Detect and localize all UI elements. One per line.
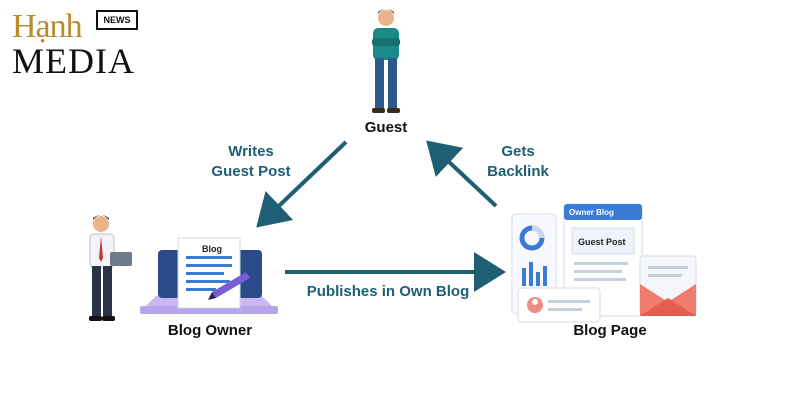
edge-label-publishes: Publishes in Own Blog — [306, 283, 470, 300]
node-label-blog-page: Blog Page — [573, 322, 647, 339]
edge-label-writes-line2: Guest Post — [211, 163, 291, 180]
edge-label-gets-line1: Gets — [501, 143, 535, 160]
guest-figure-icon — [372, 9, 400, 113]
arrow-writes-guest-post — [256, 140, 348, 228]
node-label-guest: Guest — [364, 119, 408, 136]
edge-label-writes-line1: Writes — [228, 143, 274, 160]
blog-owner-figure-icon — [89, 215, 132, 321]
logo-news-badge: NEWS — [96, 10, 138, 30]
edge-label-gets-line2: Backlink — [487, 163, 549, 180]
edge-label-gets-backlink: Gets Backlink — [470, 142, 566, 182]
blog-page-illustration-icon — [511, 203, 697, 323]
laptop-doc-title: Blog — [202, 244, 222, 254]
laptop-blog-icon — [140, 237, 278, 314]
arrow-gets-backlink — [426, 140, 498, 208]
logo-text-hanh: Hạnh — [12, 8, 83, 45]
edge-label-writes-guest-post: Writes Guest Post — [196, 142, 306, 182]
page-header-text: Owner Blog — [569, 208, 614, 217]
logo-text-media: MEDIA — [12, 41, 135, 81]
node-label-blog-owner: Blog Owner — [167, 322, 253, 339]
page-section-text: Guest Post — [578, 237, 626, 247]
